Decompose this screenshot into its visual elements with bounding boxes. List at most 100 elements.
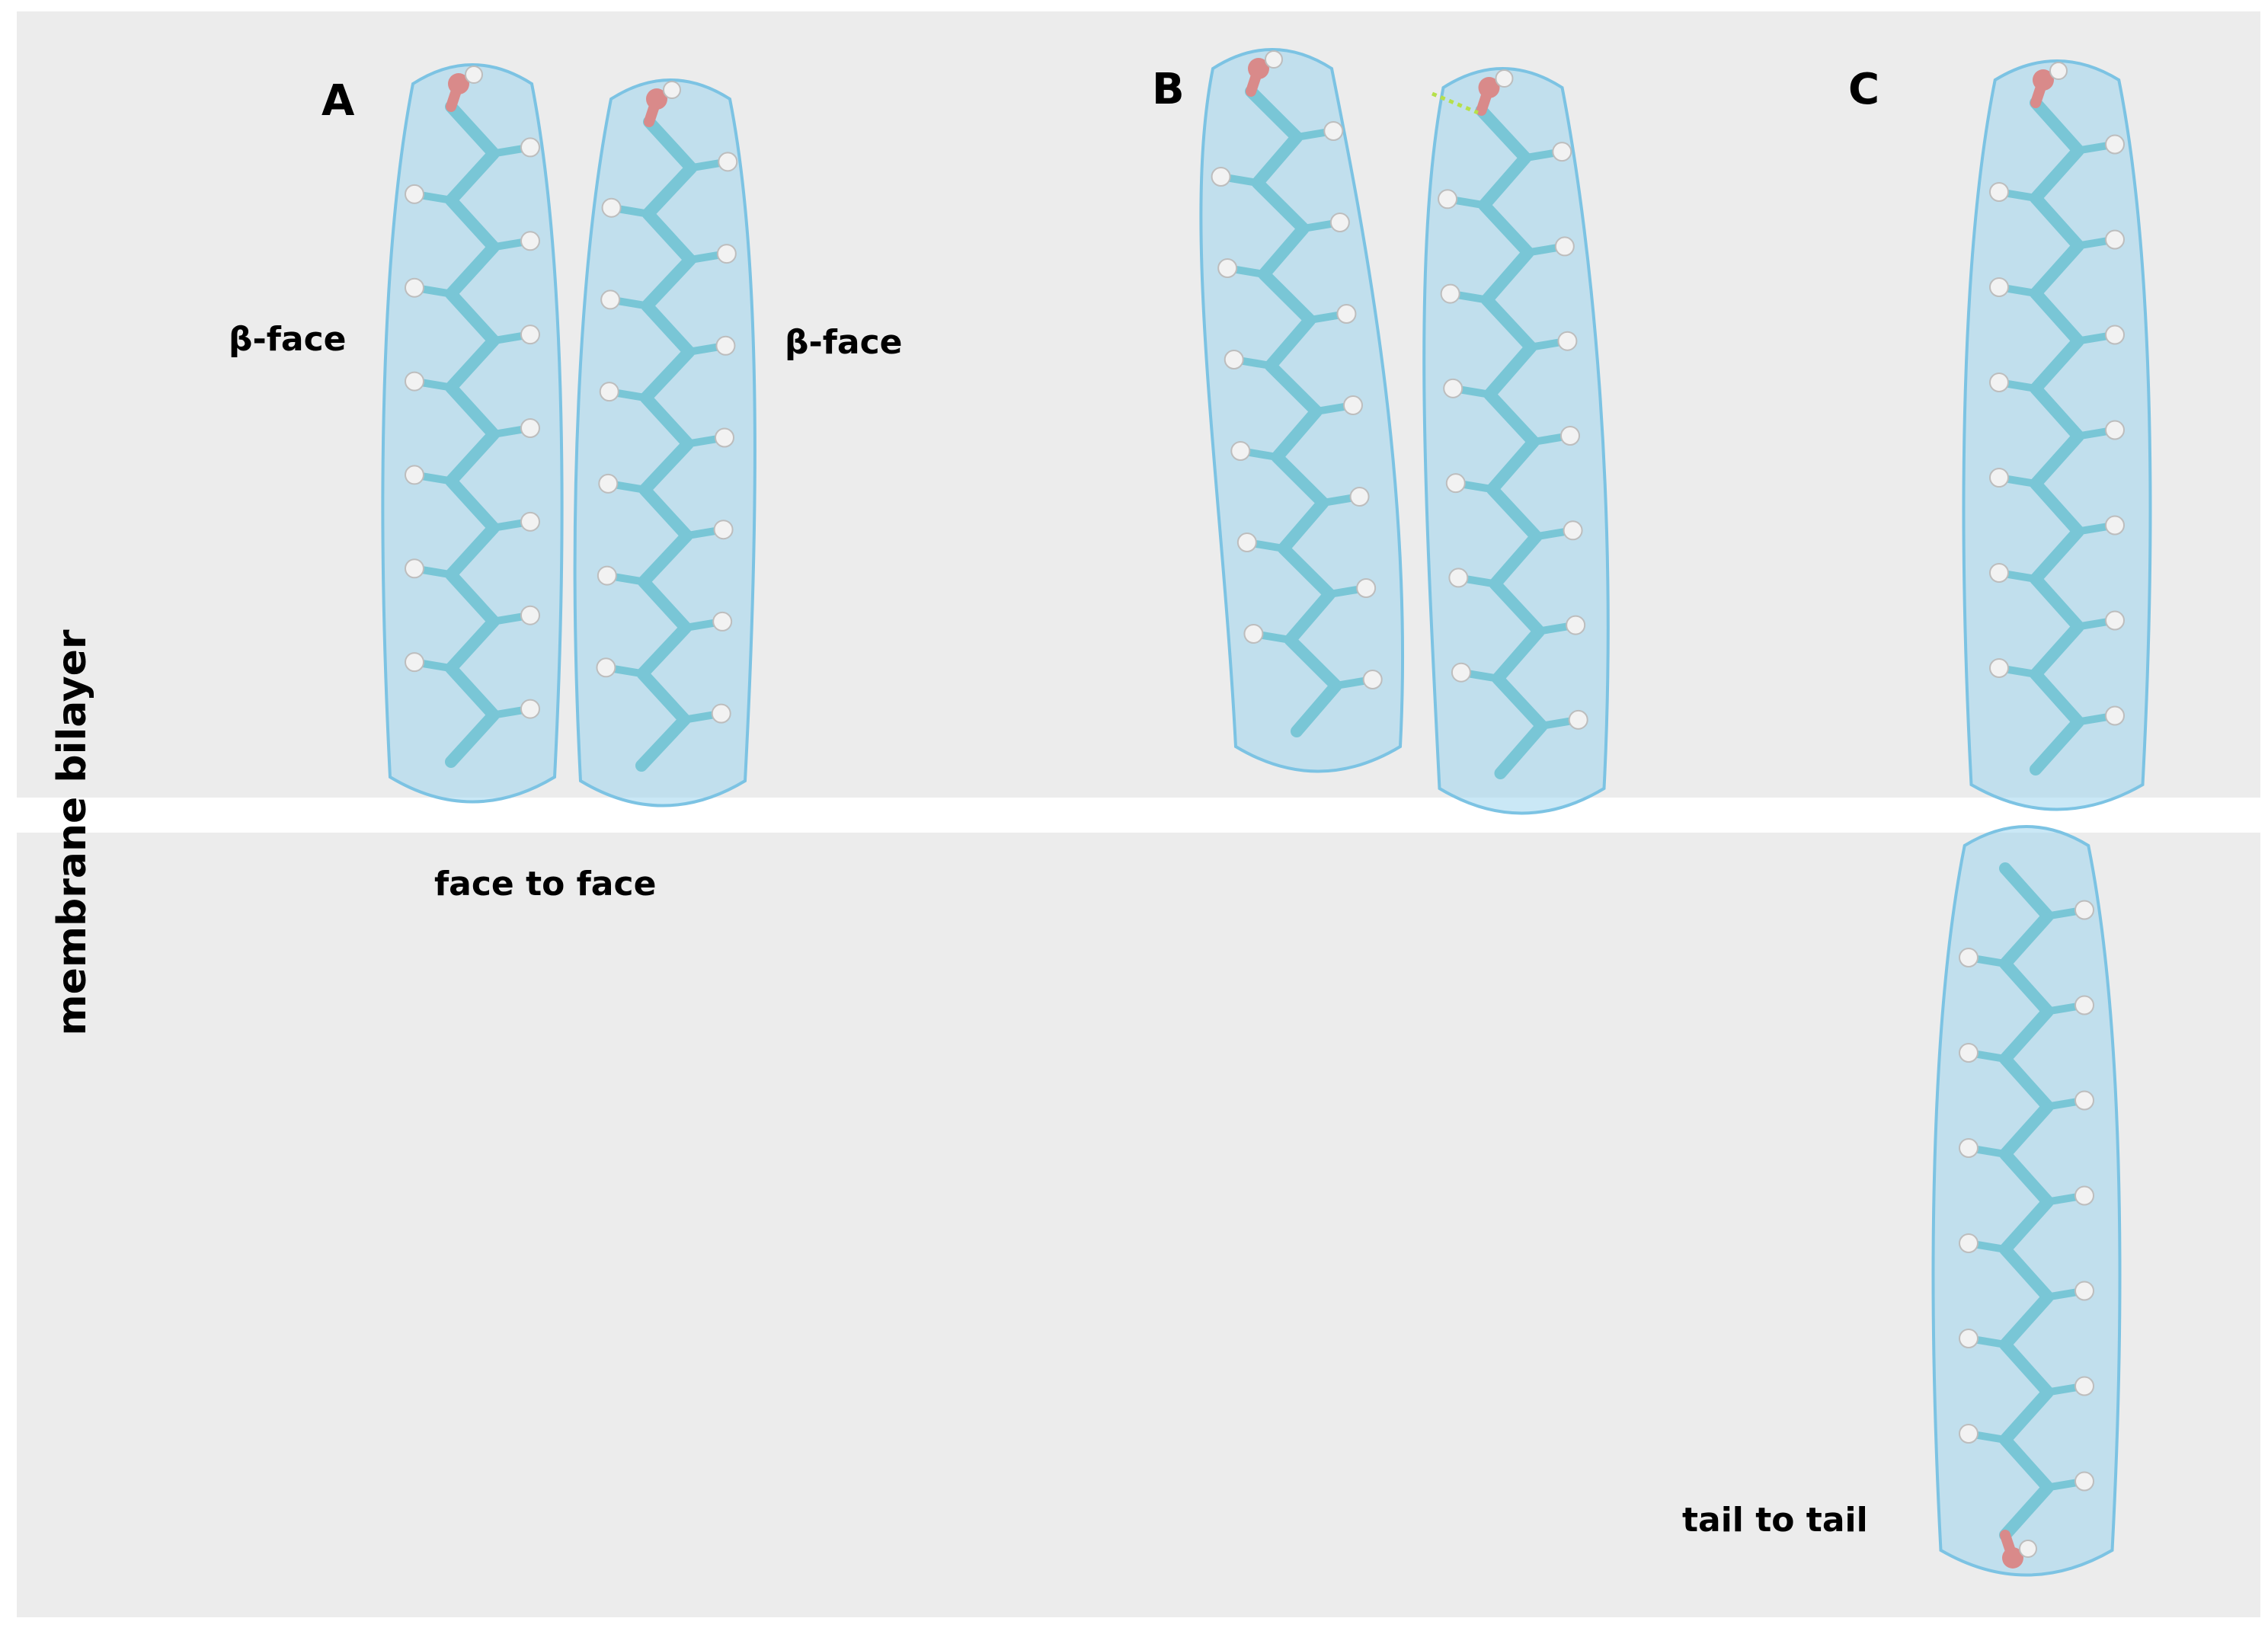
molecule-c-upper-hydrogen xyxy=(2105,134,2125,155)
molecule-b-left-hydroxyl-hydrogen xyxy=(1265,50,1283,69)
molecule-b-right-hydrogen xyxy=(1554,236,1575,257)
molecule-c-lower-hydrogen xyxy=(2074,1281,2094,1301)
molecule-b-left-surface xyxy=(1199,48,1405,773)
molecule-c-lower-hydroxyl-hydrogen xyxy=(2019,1540,2037,1558)
molecule-c-upper-hydrogen xyxy=(1989,182,2009,202)
molecule-a-right-hydrogen xyxy=(718,152,738,172)
molecule-a-left-hydrogen xyxy=(405,465,424,485)
molecule-b-left-oxygen xyxy=(1248,58,1269,79)
molecule-c-upper-hydrogen xyxy=(1989,563,2009,583)
panel-a-left-face-label: β-face xyxy=(229,320,347,359)
molecule-c-lower-oxygen xyxy=(2002,1547,2023,1569)
molecule-b-right-hydrogen xyxy=(1568,709,1588,730)
molecule-b-right-hydrogen xyxy=(1443,378,1463,398)
molecule-c-upper-hydrogen xyxy=(2105,229,2125,250)
molecule-a-left-hydrogen xyxy=(520,418,540,438)
molecule-c-upper-hydrogen xyxy=(1989,468,2009,488)
molecule-a-left-hydroxyl-hydrogen xyxy=(465,66,483,84)
molecule-b-right-hydrogen xyxy=(1448,568,1469,588)
panel-c-letter: C xyxy=(1848,65,1880,114)
molecule-b-left-hydrogen xyxy=(1323,121,1344,141)
molecule-b-right-hydrogen xyxy=(1557,331,1578,351)
molecule-c-lower-hydrogen xyxy=(2074,1376,2094,1396)
molecule-c-upper-hydrogen xyxy=(1989,373,2009,392)
molecule-c-lower-hydrogen xyxy=(1959,1424,1979,1444)
molecule-c-upper-oxygen xyxy=(2033,69,2054,91)
molecule-a-left-hydrogen xyxy=(520,137,540,158)
molecule-c-lower-hydrogen xyxy=(2074,900,2094,920)
molecule-b-left-hydrogen xyxy=(1230,441,1251,461)
molecule-c-lower-hydrogen xyxy=(2074,1185,2094,1206)
molecule-a-left-hydrogen xyxy=(405,371,424,392)
molecule-a-right-hydrogen xyxy=(712,611,733,632)
molecule-c-upper-hydrogen xyxy=(2105,705,2125,726)
molecule-b-left-hydrogen xyxy=(1343,395,1363,415)
molecule-a-left-hydrogen xyxy=(405,277,424,298)
molecule-c-lower-hydrogen xyxy=(1959,948,1979,967)
molecule-a-right-hydrogen xyxy=(716,244,737,264)
lower-leaflet xyxy=(17,833,2260,1617)
molecule-c-lower-hydrogen xyxy=(1959,1043,1979,1063)
molecule-c-upper-hydrogen xyxy=(2105,515,2125,536)
molecule-a-left-hydrogen xyxy=(520,699,540,719)
molecule-b-left-hydrogen xyxy=(1224,350,1244,369)
molecule-a-right-hydrogen xyxy=(598,473,619,494)
molecule-c-lower-hydrogen xyxy=(1959,1138,1979,1158)
molecule-a-right-hydrogen xyxy=(597,565,617,586)
molecule-a-left-hydrogen xyxy=(520,231,540,251)
molecule-b-right-hydrogen xyxy=(1438,189,1458,209)
molecule-b-left-hydrogen xyxy=(1362,670,1383,689)
molecule-c-lower-hydrogen xyxy=(2074,995,2094,1015)
molecule-a-left-hydrogen xyxy=(520,605,540,625)
panel-a-right-face-label: β-face xyxy=(785,323,903,362)
molecule-c-upper-hydrogen xyxy=(2105,420,2125,440)
molecule-a-right-hydrogen xyxy=(713,520,734,540)
molecule-c-lower-hydrogen xyxy=(1959,1329,1979,1348)
molecule-c-upper-hydrogen xyxy=(1989,658,2009,678)
molecule-a-right-oxygen xyxy=(646,88,667,110)
molecule-a-left-hydrogen xyxy=(520,511,540,532)
molecule-a-left-hydrogen xyxy=(405,652,424,673)
molecule-c-upper-hydroxyl-hydrogen xyxy=(2049,62,2068,80)
molecule-a-right-hydrogen xyxy=(601,197,622,218)
molecule-a-right-hydrogen xyxy=(596,657,616,678)
molecule-c-upper-hydrogen xyxy=(2105,610,2125,631)
molecule-c-lower-hydrogen xyxy=(2074,1471,2094,1492)
molecule-b-left-hydrogen xyxy=(1211,167,1231,187)
molecule-b-right-hydrogen xyxy=(1566,615,1586,635)
molecule-a-right-hydrogen xyxy=(715,335,736,356)
molecule-b-right-hydroxyl-hydrogen xyxy=(1495,69,1514,88)
molecule-b-left-hydrogen xyxy=(1349,487,1370,507)
molecule-a-left-hydrogen xyxy=(520,325,540,345)
molecule-a-right-hydrogen xyxy=(711,703,731,724)
panel-a-letter: A xyxy=(321,76,355,126)
molecule-b-right-hydrogen xyxy=(1451,662,1471,683)
panel-a-caption: face to face xyxy=(434,865,657,903)
molecule-b-left-hydrogen xyxy=(1336,304,1357,324)
molecule-b-left-hydrogen xyxy=(1236,532,1257,552)
molecule-b-left-hydrogen xyxy=(1217,258,1238,278)
molecule-c-lower-hydrogen xyxy=(1959,1233,1979,1253)
molecule-b-left-hydrogen xyxy=(1243,624,1264,644)
molecule-a-right-hydroxyl-hydrogen xyxy=(663,81,681,99)
molecule-b-right-hydrogen xyxy=(1552,142,1572,162)
molecule-a-right-hydrogen xyxy=(715,427,734,448)
panel-b-letter: B xyxy=(1152,65,1185,114)
molecule-b-right-hydrogen xyxy=(1560,426,1580,446)
molecule-b-right-hydrogen xyxy=(1440,283,1460,304)
molecule-b-right-hydrogen xyxy=(1563,520,1583,541)
molecule-c-lower-hydrogen xyxy=(2074,1090,2094,1111)
molecule-a-left-oxygen xyxy=(448,73,469,94)
molecule-b-right-oxygen xyxy=(1478,77,1500,98)
molecule-b-right-hydrogen xyxy=(1445,473,1466,494)
molecule-a-right-hydrogen xyxy=(600,289,621,310)
molecule-a-left-hydrogen xyxy=(405,558,424,579)
molecule-c-upper-hydrogen xyxy=(1989,277,2009,297)
molecule-a-right-hydrogen xyxy=(599,382,619,402)
molecule-a-left-hydrogen xyxy=(405,184,424,204)
panel-c-caption: tail to tail xyxy=(1682,1501,1868,1540)
molecule-b-left-hydrogen xyxy=(1329,213,1350,232)
molecule-b-left-hydrogen xyxy=(1356,578,1377,598)
molecule-c-upper-hydrogen xyxy=(2105,325,2125,345)
